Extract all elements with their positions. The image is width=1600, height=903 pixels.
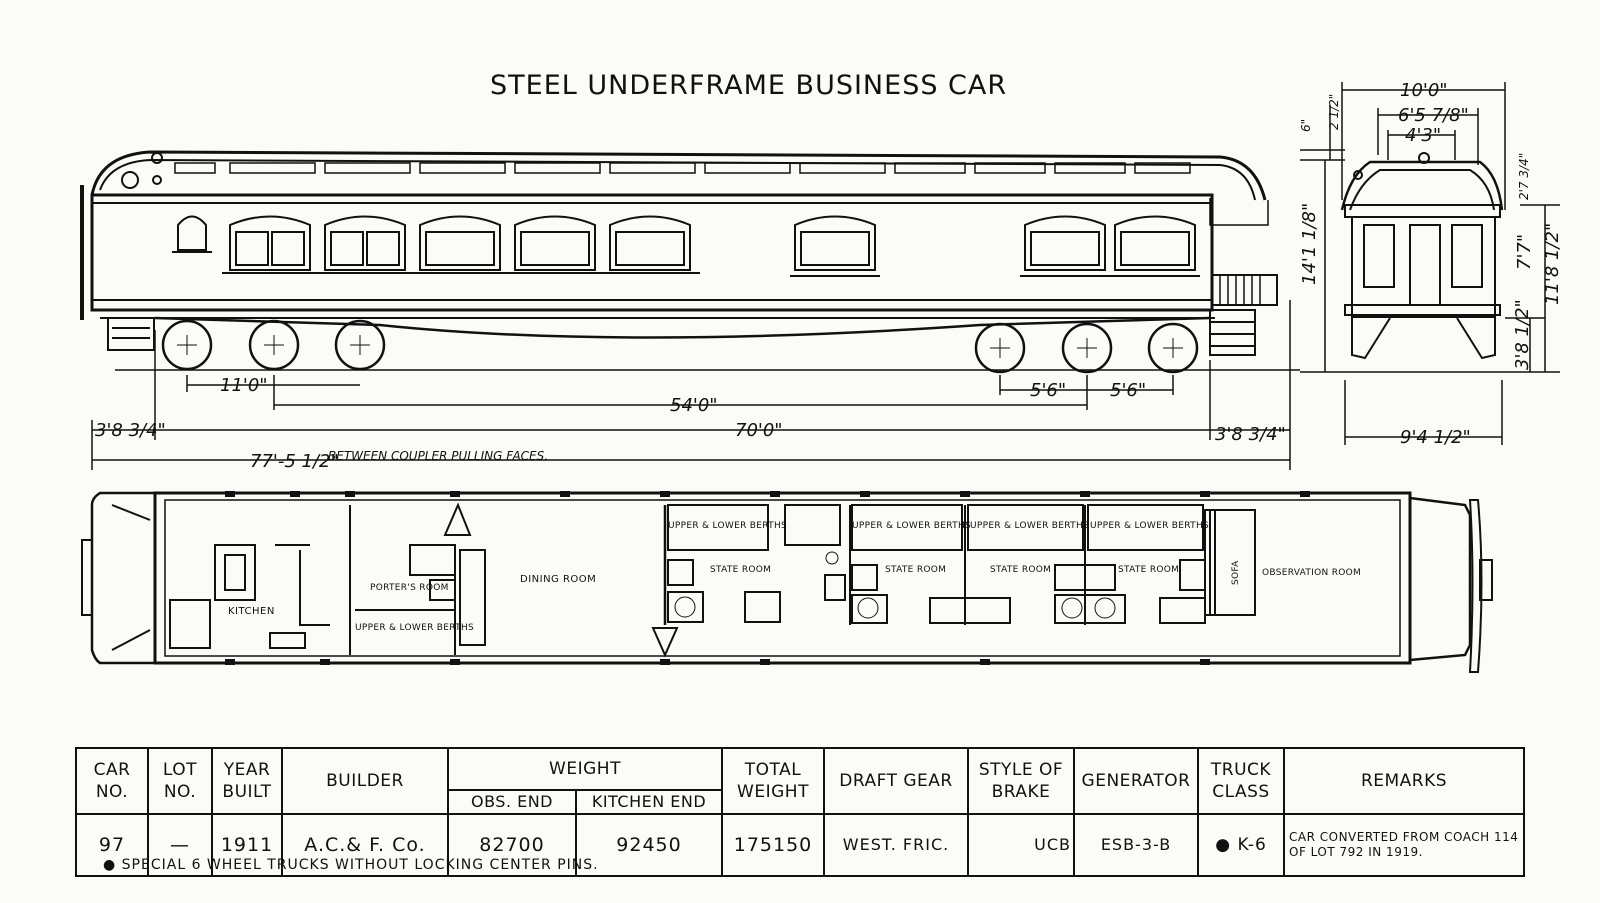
hdr-year-built: YEAR BUILT [211, 747, 283, 815]
room-observation: OBSERVATION ROOM [1262, 568, 1361, 578]
hdr-obs-end: OBS. END [447, 789, 577, 815]
hdr-total-weight: TOTAL WEIGHT [721, 747, 825, 815]
val-kitchen-end: 92450 [575, 813, 723, 877]
dim-height-roof: 7'7" [1514, 234, 1535, 270]
room-sofa: SOFA [1231, 560, 1241, 585]
dim-height-side: 11'8 1/2" [1542, 223, 1563, 305]
room-kitchen: KITCHEN [228, 606, 275, 617]
room-state-3: STATE ROOM [990, 565, 1051, 575]
dimension-labels: 11'0" 54'0" 5'6" 5'6" 3'8 3/4" 70'0" 3'8… [95, 80, 1563, 472]
dim-axle-b: 5'6" [1110, 380, 1146, 401]
dim-height-low: 3'8 1/2" [1512, 299, 1533, 370]
val-style-of-brake: UCB [967, 813, 1075, 877]
room-berths-3: UPPER & LOWER BERTHS [970, 521, 1089, 531]
dim-height-eave: 2'7 3/4" [1517, 153, 1531, 200]
hdr-lot-no: LOT NO. [147, 747, 213, 815]
hdr-kitchen-end: KITCHEN END [575, 789, 723, 815]
dim-over-couplers-note: BETWEEN COUPLER PULLING FACES. [328, 449, 548, 463]
room-berths-2: UPPER & LOWER BERTHS [852, 521, 971, 531]
val-car-no: 97 [75, 813, 149, 877]
dim-bottom-width: 9'4 1/2" [1400, 427, 1471, 448]
val-draft-gear: WEST. FRIC. [823, 813, 969, 877]
val-lot-no: — [147, 813, 213, 877]
val-builder: A.C.& F. Co. [281, 813, 449, 877]
hdr-builder: BUILDER [281, 747, 449, 815]
room-porters: PORTER'S ROOM [370, 583, 449, 593]
val-year-built: 1911 [211, 813, 283, 877]
room-labels: KITCHEN PORTER'S ROOM UPPER & LOWER BERT… [228, 521, 1361, 633]
dim-width-a: 6'5 7/8" [1398, 105, 1469, 126]
drawing-title: STEEL UNDERFRAME BUSINESS CAR [490, 70, 1008, 101]
room-state-2: STATE ROOM [885, 565, 946, 575]
dim-height-clere: 2 1/2" [1327, 94, 1341, 130]
dim-overall-width: 10'0" [1400, 80, 1448, 101]
hdr-draft-gear: DRAFT GEAR [823, 747, 969, 815]
end-dimension-lines [1300, 82, 1560, 445]
room-berths-4: UPPER & LOWER BERTHS [1090, 521, 1209, 531]
dim-axle-a: 5'6" [1030, 380, 1066, 401]
footnote: ● SPECIAL 6 WHEEL TRUCKS WITHOUT LOCKING… [103, 857, 599, 873]
dim-height-top: 6" [1299, 119, 1313, 132]
dim-overhang-left: 3'8 3/4" [95, 420, 166, 441]
side-dimension-lines [91, 300, 1291, 470]
hdr-car-no: CAR NO. [75, 747, 149, 815]
val-truck-class: ● K-6 [1197, 813, 1285, 877]
room-dining: DINING ROOM [520, 574, 596, 585]
floor-plan [81, 491, 1493, 673]
val-remarks: CAR CONVERTED FROM COACH 114 OF LOT 792 … [1283, 813, 1525, 877]
room-state-1: STATE ROOM [710, 565, 771, 575]
dim-overhang-right: 3'8 3/4" [1215, 424, 1286, 445]
hdr-style-of-brake: STYLE OF BRAKE [967, 747, 1075, 815]
side-elevation [80, 150, 1300, 374]
dim-height-total: 14'1 1/8" [1299, 203, 1320, 285]
end-elevation [1340, 152, 1504, 360]
val-generator: ESB-3-B [1073, 813, 1199, 877]
val-total-weight: 175150 [721, 813, 825, 877]
dim-width-b: 4'3" [1405, 125, 1441, 146]
val-obs-end: 82700 [447, 813, 577, 877]
spec-table: CAR NO. LOT NO. YEAR BUILT BUILDER WEIGH… [75, 747, 1525, 877]
hdr-remarks: REMARKS [1283, 747, 1525, 815]
dim-truck-wheelbase: 11'0" [220, 375, 268, 396]
dim-truck-centers: 54'0" [670, 395, 718, 416]
hdr-weight: WEIGHT [447, 747, 723, 791]
dim-body-length: 70'0" [735, 420, 783, 441]
room-berths-1: UPPER & LOWER BERTHS [668, 521, 787, 531]
room-berths-left: UPPER & LOWER BERTHS [355, 623, 474, 633]
dim-over-couplers: 77'-5 1/2" [250, 451, 339, 472]
room-state-4: STATE ROOM [1118, 565, 1179, 575]
hdr-truck-class: TRUCK CLASS [1197, 747, 1285, 815]
hdr-generator: GENERATOR [1073, 747, 1199, 815]
